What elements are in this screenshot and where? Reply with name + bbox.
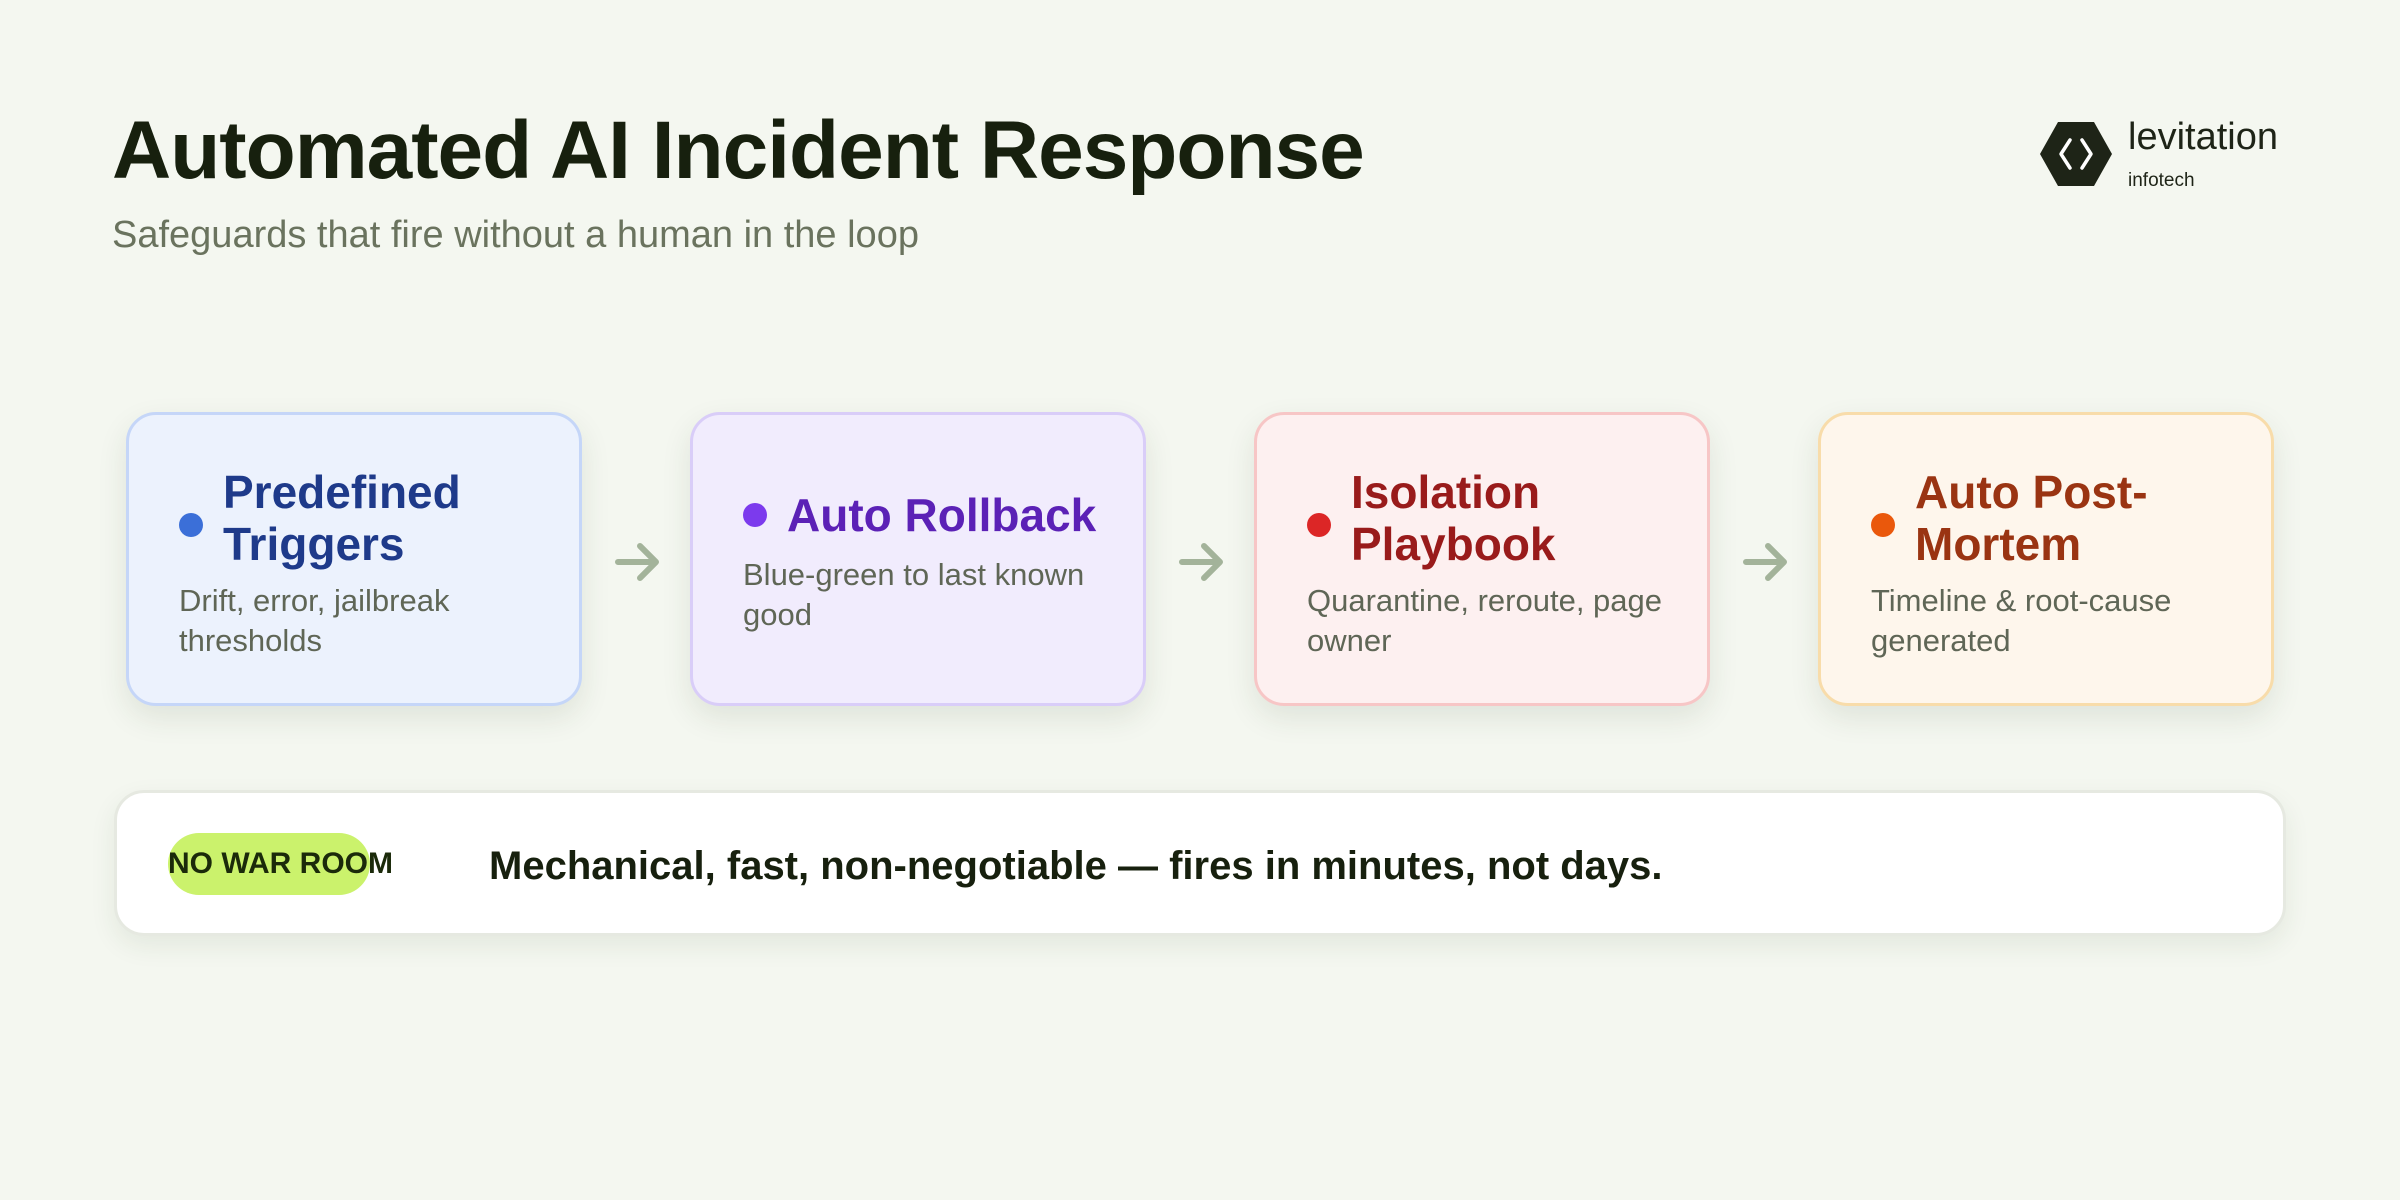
status-dot <box>1871 513 1895 537</box>
logo-tagline: infotech <box>2128 170 2195 191</box>
hexagon-code-icon <box>2040 122 2112 186</box>
banner-message: Mechanical, fast, non-negotiable — fires… <box>489 844 1663 888</box>
arrow-right-icon <box>1179 543 1223 581</box>
summary-banner: NO WAR ROOM Mechanical, fast, non-negoti… <box>114 790 2286 936</box>
step-card-auto-post-mortem: Auto Post-Mortem Timeline & root-cause g… <box>1818 412 2274 706</box>
step-title: Auto Rollback <box>787 489 1097 541</box>
status-dot <box>743 503 767 527</box>
step-description: Timeline & root-cause generated <box>1871 583 2172 658</box>
status-dot <box>1307 513 1331 537</box>
step-description: Drift, error, jailbreak thresholds <box>179 583 450 658</box>
step-description: Blue-green to last known good <box>743 557 1085 632</box>
step-card-isolation-playbook: Isolation Playbook Quarantine, reroute, … <box>1254 412 1710 706</box>
arrow-right-icon <box>1743 543 1787 581</box>
status-badge: NO WAR ROOM <box>168 833 393 895</box>
logo-name: levitation <box>2128 116 2278 158</box>
step-description: Quarantine, reroute, page owner <box>1307 583 1663 658</box>
arrow-right-icon <box>615 543 659 581</box>
step-title: Isolation Playbook <box>1351 466 1556 570</box>
status-dot <box>179 513 203 537</box>
page-title: Automated AI Incident Response <box>112 105 1365 196</box>
page-subtitle: Safeguards that fire without a human in … <box>112 214 919 256</box>
brand-logo: levitation infotech <box>2040 116 2300 196</box>
step-card-auto-rollback: Auto Rollback Blue-green to last known g… <box>690 412 1146 706</box>
step-title: Auto Post-Mortem <box>1915 466 2148 570</box>
step-card-predefined-triggers: Predefined Triggers Drift, error, jailbr… <box>126 412 582 706</box>
step-title: Predefined Triggers <box>223 466 461 570</box>
